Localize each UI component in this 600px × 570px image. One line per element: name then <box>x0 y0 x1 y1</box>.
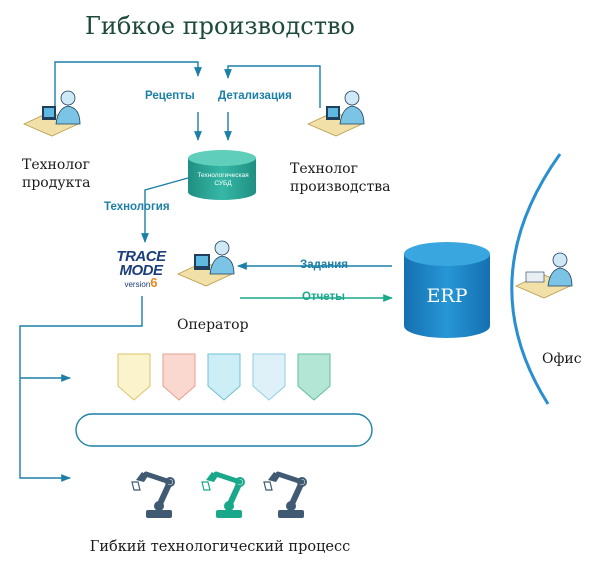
technology-flow-label: Технология <box>104 201 170 213</box>
trace-mode-line2: MODE <box>119 262 164 279</box>
production-technologist-label: Технолог производства <box>290 160 390 196</box>
storage-bin <box>207 353 241 401</box>
robot-arm-icon <box>131 471 175 518</box>
office-figure <box>515 252 573 299</box>
product-technologist-figure <box>23 90 81 137</box>
storage-bin <box>252 353 286 401</box>
recipes-flow-label: Рецепты <box>145 90 195 102</box>
conveyor-belt <box>75 413 373 447</box>
erp-label: ERP <box>426 285 468 307</box>
trace-mode-version-number: 6 <box>150 275 158 290</box>
storage-bin <box>117 353 151 401</box>
storage-bin <box>297 353 331 401</box>
technology-line <box>141 177 189 243</box>
technological-db-cylinder <box>188 150 256 200</box>
detailing-line <box>224 65 321 108</box>
operator-label: Оператор <box>177 317 249 333</box>
connectors <box>19 61 392 482</box>
process-label: Гибкий технологический процесс <box>89 539 351 555</box>
office-label: Офис <box>542 351 582 367</box>
diagram-title: Гибкое производство <box>85 12 355 40</box>
office-boundary-arc <box>510 153 562 405</box>
trace-mode-version: version6 <box>112 275 170 290</box>
trace-mode-version-text: version <box>124 280 151 289</box>
process-feed-line <box>19 296 143 482</box>
technological-db-label: Технологическая СУБД <box>197 172 249 187</box>
product-technologist-text: Технолог продукта <box>22 157 91 191</box>
recipes-line <box>54 61 202 108</box>
product-technologist-label: Технолог продукта <box>22 156 90 192</box>
trace-mode-line1: TRACE <box>116 248 166 265</box>
robot-arm-icon <box>201 471 245 518</box>
storage-bins <box>117 353 331 401</box>
operator-figure <box>177 240 235 287</box>
erp-cylinder <box>404 242 490 338</box>
robot-arm-icon <box>263 471 307 518</box>
detailing-flow-label: Детализация <box>218 90 292 102</box>
trace-mode-logo: TRACE MODE version6 <box>112 248 170 290</box>
production-technologist-figure <box>307 90 365 137</box>
storage-bin <box>162 353 196 401</box>
robot-arms <box>131 471 307 518</box>
tasks-flow-label: Задания <box>300 259 349 271</box>
reports-flow-label: Отчеты <box>302 291 345 303</box>
production-technologist-text: Технолог производства <box>290 161 391 195</box>
